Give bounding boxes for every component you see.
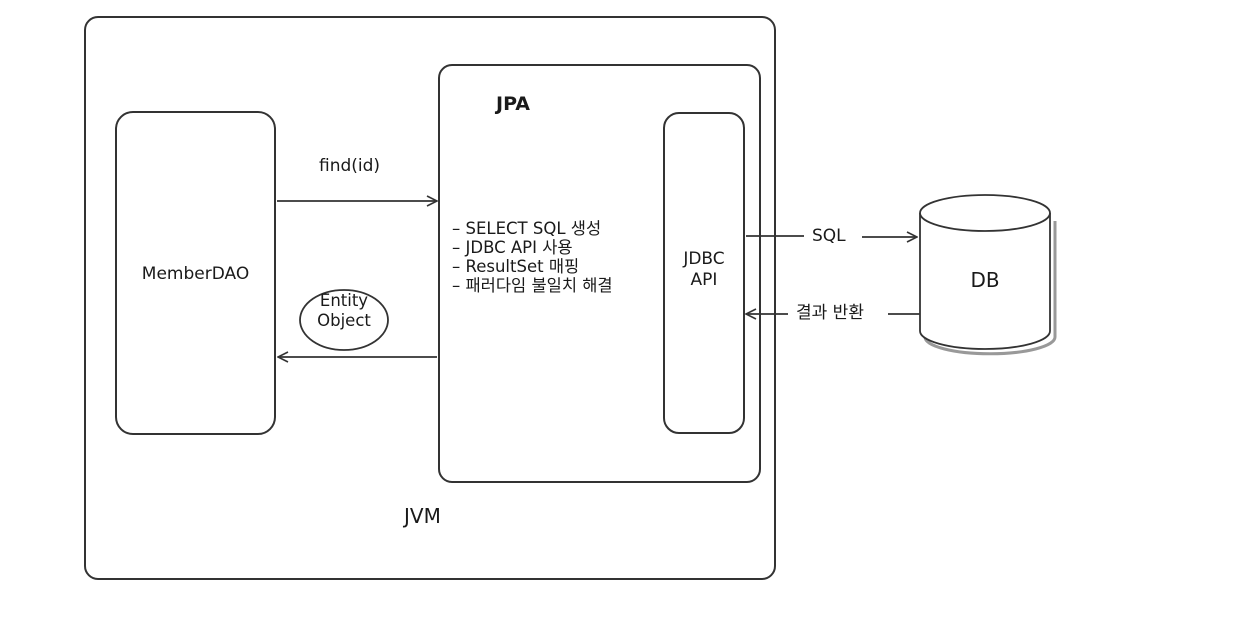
entity-object-label: Entity Object <box>299 291 389 331</box>
jdbc-api-label-line1: JDBC <box>683 249 725 269</box>
entity-object-label-line1: Entity <box>319 291 369 310</box>
entity-object-label-line2: Object <box>317 311 371 330</box>
entity-object-ellipse <box>299 289 389 351</box>
jdbc-api-label-line2: API <box>690 270 718 290</box>
result-return-label: 결과 반환 <box>796 303 864 323</box>
db-cylinder-body <box>919 213 1051 350</box>
db-label: DB <box>970 268 1000 292</box>
jpa-task-item: 패러다임 불일치 해결 <box>452 276 613 295</box>
db-cylinder <box>919 194 1057 356</box>
jdbc-api-label: JDBC API <box>665 249 743 291</box>
jpa-task-item: SELECT SQL 생성 <box>452 219 613 238</box>
db-cylinder-shadow <box>923 221 1057 356</box>
member-dao-label: MemberDAO <box>141 264 250 284</box>
jvm-label: JVM <box>404 504 441 528</box>
jpa-task-item: JDBC API 사용 <box>452 238 613 257</box>
db-cylinder-top <box>919 194 1051 232</box>
sql-label: SQL <box>812 226 846 246</box>
jpa-task-list: SELECT SQL 생성 JDBC API 사용 ResultSet 매핑 패… <box>452 219 613 295</box>
jdbc-api-box: JDBC API <box>663 112 745 434</box>
member-dao-box: MemberDAO <box>115 111 276 435</box>
jpa-title: JPA <box>496 93 530 115</box>
jpa-task-item: ResultSet 매핑 <box>452 257 613 276</box>
find-id-label: find(id) <box>319 156 381 176</box>
